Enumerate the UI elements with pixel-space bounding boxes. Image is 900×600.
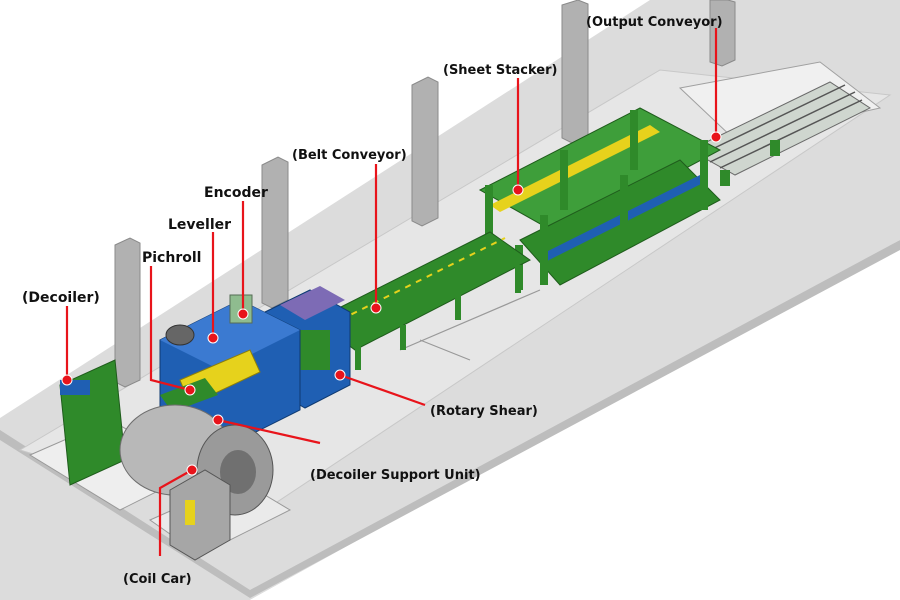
label-pichroll: Pichroll <box>142 250 201 266</box>
label-output-conveyor: (Output Conveyor) <box>586 15 723 30</box>
label-decoiler: (Decoiler) <box>22 290 100 306</box>
coil-car <box>169 469 231 561</box>
label-decoiler-support-unit: (Decoiler Support Unit) <box>310 468 481 483</box>
output-conveyor <box>688 81 872 186</box>
label-rotary-shear: (Rotary Shear) <box>430 404 538 419</box>
label-coil-car: (Coil Car) <box>123 572 192 587</box>
rotary-shear <box>264 286 351 409</box>
building-columns <box>114 0 736 388</box>
label-sheet-stacker: (Sheet Stacker) <box>443 63 557 78</box>
callout-leaders <box>61 28 722 556</box>
label-leveller: Leveller <box>168 217 231 233</box>
sheet-stacker <box>478 107 722 290</box>
label-encoder: Encoder <box>204 185 268 201</box>
label-belt-conveyor: (Belt Conveyor) <box>292 148 407 163</box>
callout-labels: (Output Conveyor) (Sheet Stacker) (Belt … <box>22 15 723 587</box>
